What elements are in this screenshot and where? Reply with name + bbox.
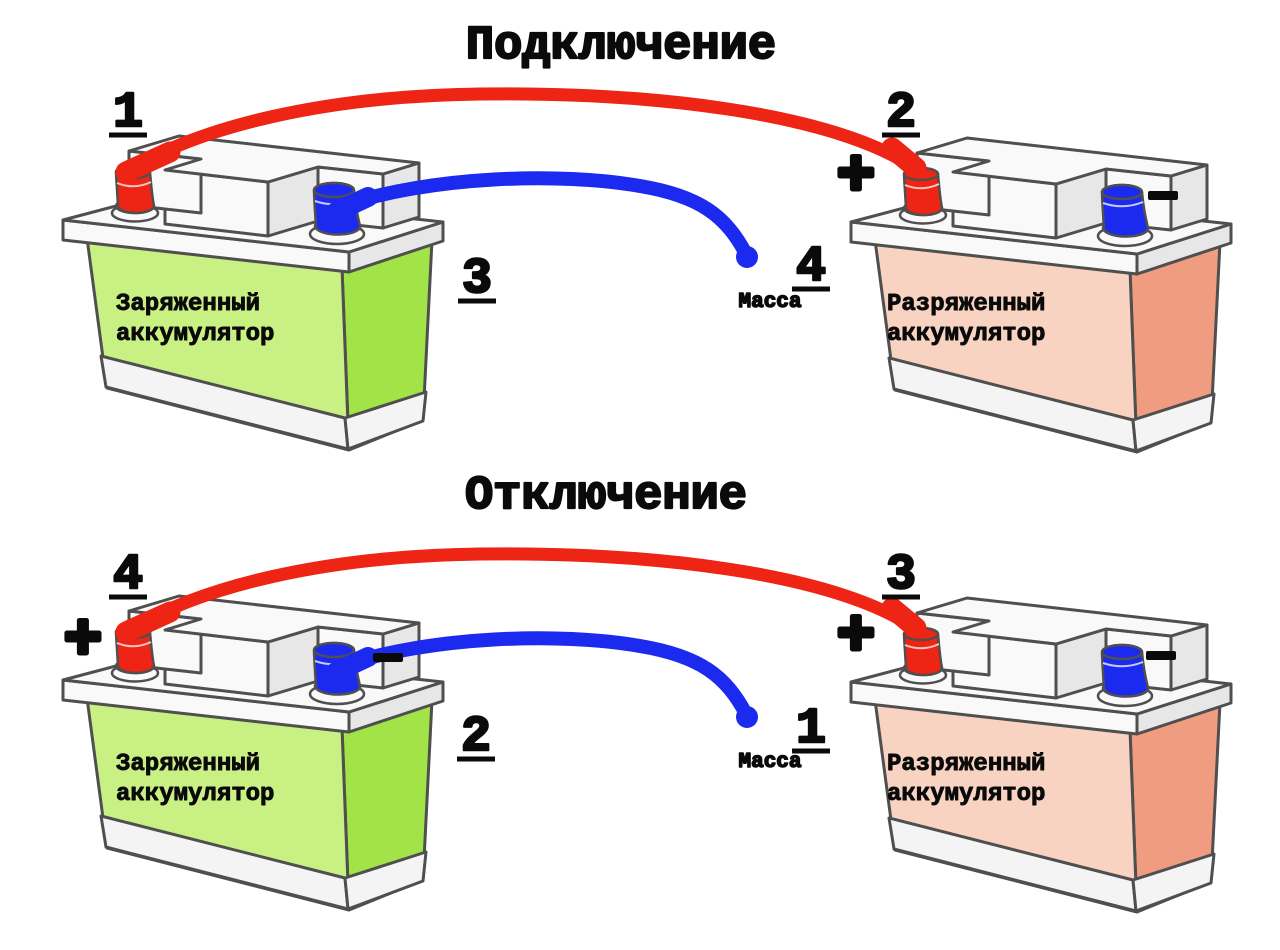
red-clamp-left [115, 601, 181, 643]
plus-sign: + [837, 142, 875, 214]
discharged-battery-label-line2: аккумулятор [887, 321, 1045, 348]
minus-sign [1148, 191, 1178, 200]
section-title: Подключение [466, 20, 776, 73]
blue-clamp-left [326, 187, 378, 222]
minus-sign [373, 653, 403, 662]
charged-battery-label-line2: аккумулятор [116, 781, 274, 808]
blue-cable-ground-tip [736, 706, 758, 728]
discharged-battery-label-line1: Разряженный [887, 291, 1045, 318]
red-clamp-left [115, 141, 181, 183]
red-jumper-cable [126, 547, 925, 637]
charged-battery-label-line1: Заряженный [116, 751, 260, 778]
charged-battery-label-line2: аккумулятор [116, 321, 274, 348]
blue-jumper-cable [335, 171, 753, 261]
ground-label: Масса [738, 751, 801, 774]
red-jumper-cable [126, 87, 925, 177]
blue-clamp-left [326, 647, 378, 682]
section-title: Отключение [465, 470, 747, 523]
red-clamp-right [881, 137, 927, 179]
plus-sign: + [837, 602, 875, 674]
charged-battery-label-line1: Заряженный [116, 291, 260, 318]
minus-sign [1146, 651, 1176, 660]
ground-label: Масса [738, 291, 801, 314]
section-disconnect: Отключение 4 3 2 1 Масса Заряженный акку… [61, 469, 1233, 914]
blue-jumper-cable [335, 631, 753, 721]
red-clamp-right [881, 597, 927, 639]
blue-cable-ground-tip [736, 246, 758, 268]
plus-sign: + [64, 606, 102, 678]
section-connect: Подключение 1 2 3 4 Масса Заряженный акк… [61, 19, 1233, 454]
discharged-battery-label-line1: Разряженный [887, 751, 1045, 778]
discharged-battery-label-line2: аккумулятор [887, 781, 1045, 808]
